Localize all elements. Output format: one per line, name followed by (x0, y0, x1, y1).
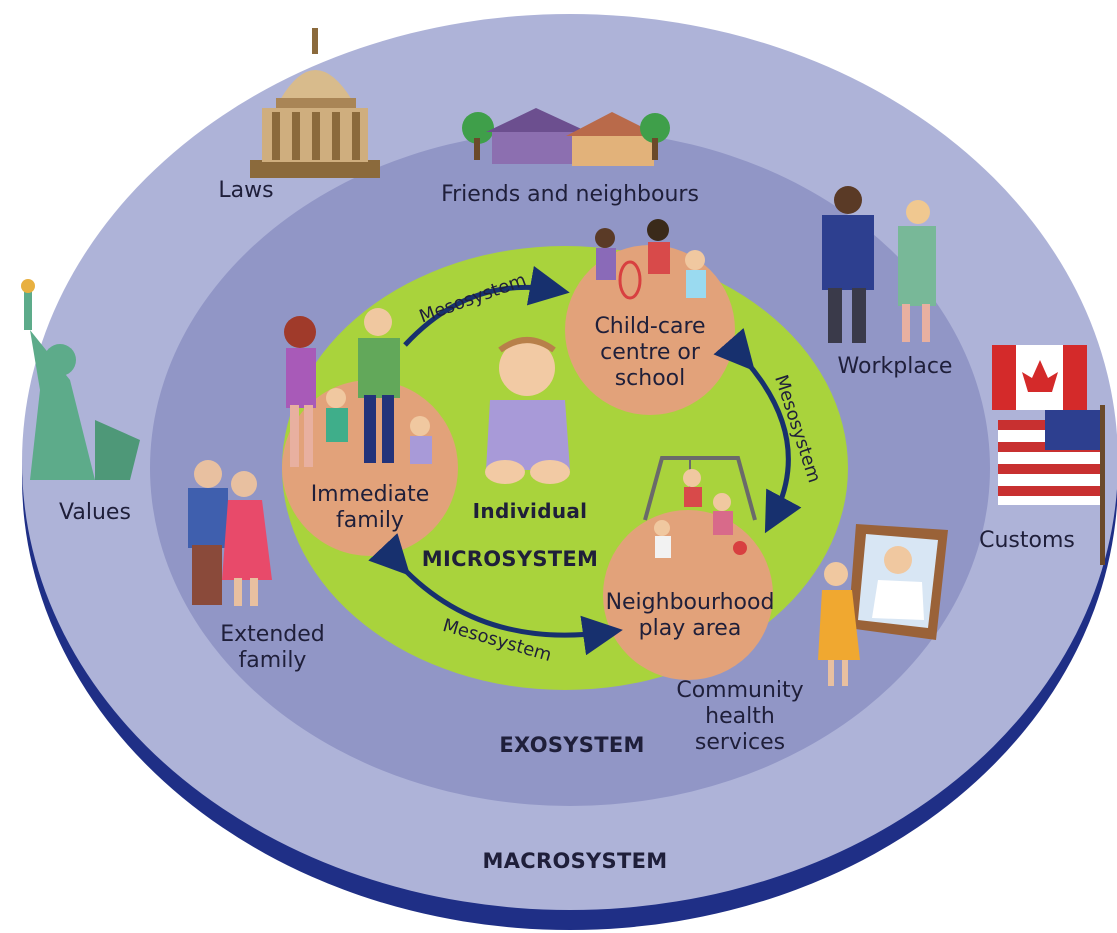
immediate-family-label: Immediate family (310, 482, 430, 533)
workplace-label: Workplace (837, 354, 953, 379)
mesosystem-arrow-right (713, 328, 802, 534)
extended-family-label: Extended family (220, 622, 325, 673)
friends-neighbours-label: Friends and neighbours (441, 182, 699, 207)
microsystem-label: MICROSYSTEM (421, 547, 599, 571)
macrosystem-label: MACROSYSTEM (482, 849, 668, 873)
neighbourhood-play-area-label: Neighbourhood play area (605, 590, 775, 641)
exosystem-label: EXOSYSTEM (499, 733, 645, 757)
doctor-portrait-icon (818, 524, 948, 686)
child-care-label: Child-care centre or school (594, 314, 706, 391)
workers-icon (822, 186, 936, 343)
laws-label: Laws (218, 178, 274, 203)
flags-icon (992, 345, 1105, 565)
neighbourhood-circle (603, 510, 773, 680)
mesosystem-arrow-top (403, 265, 570, 347)
community-health-services-label: Community health services (676, 678, 804, 755)
statue-of-liberty-icon (21, 279, 140, 480)
mesosystem-arrow-bottom (368, 533, 623, 656)
individual-label: Individual (472, 499, 588, 523)
customs-label: Customs (979, 528, 1075, 553)
grandparents-icon (188, 460, 272, 606)
baby-icon (485, 337, 570, 484)
playground-icon (643, 456, 757, 558)
values-label: Values (59, 500, 131, 525)
capitol-building-icon (250, 28, 380, 178)
houses-icon (462, 108, 670, 166)
children-icon (595, 219, 706, 300)
family-icon (284, 308, 432, 467)
